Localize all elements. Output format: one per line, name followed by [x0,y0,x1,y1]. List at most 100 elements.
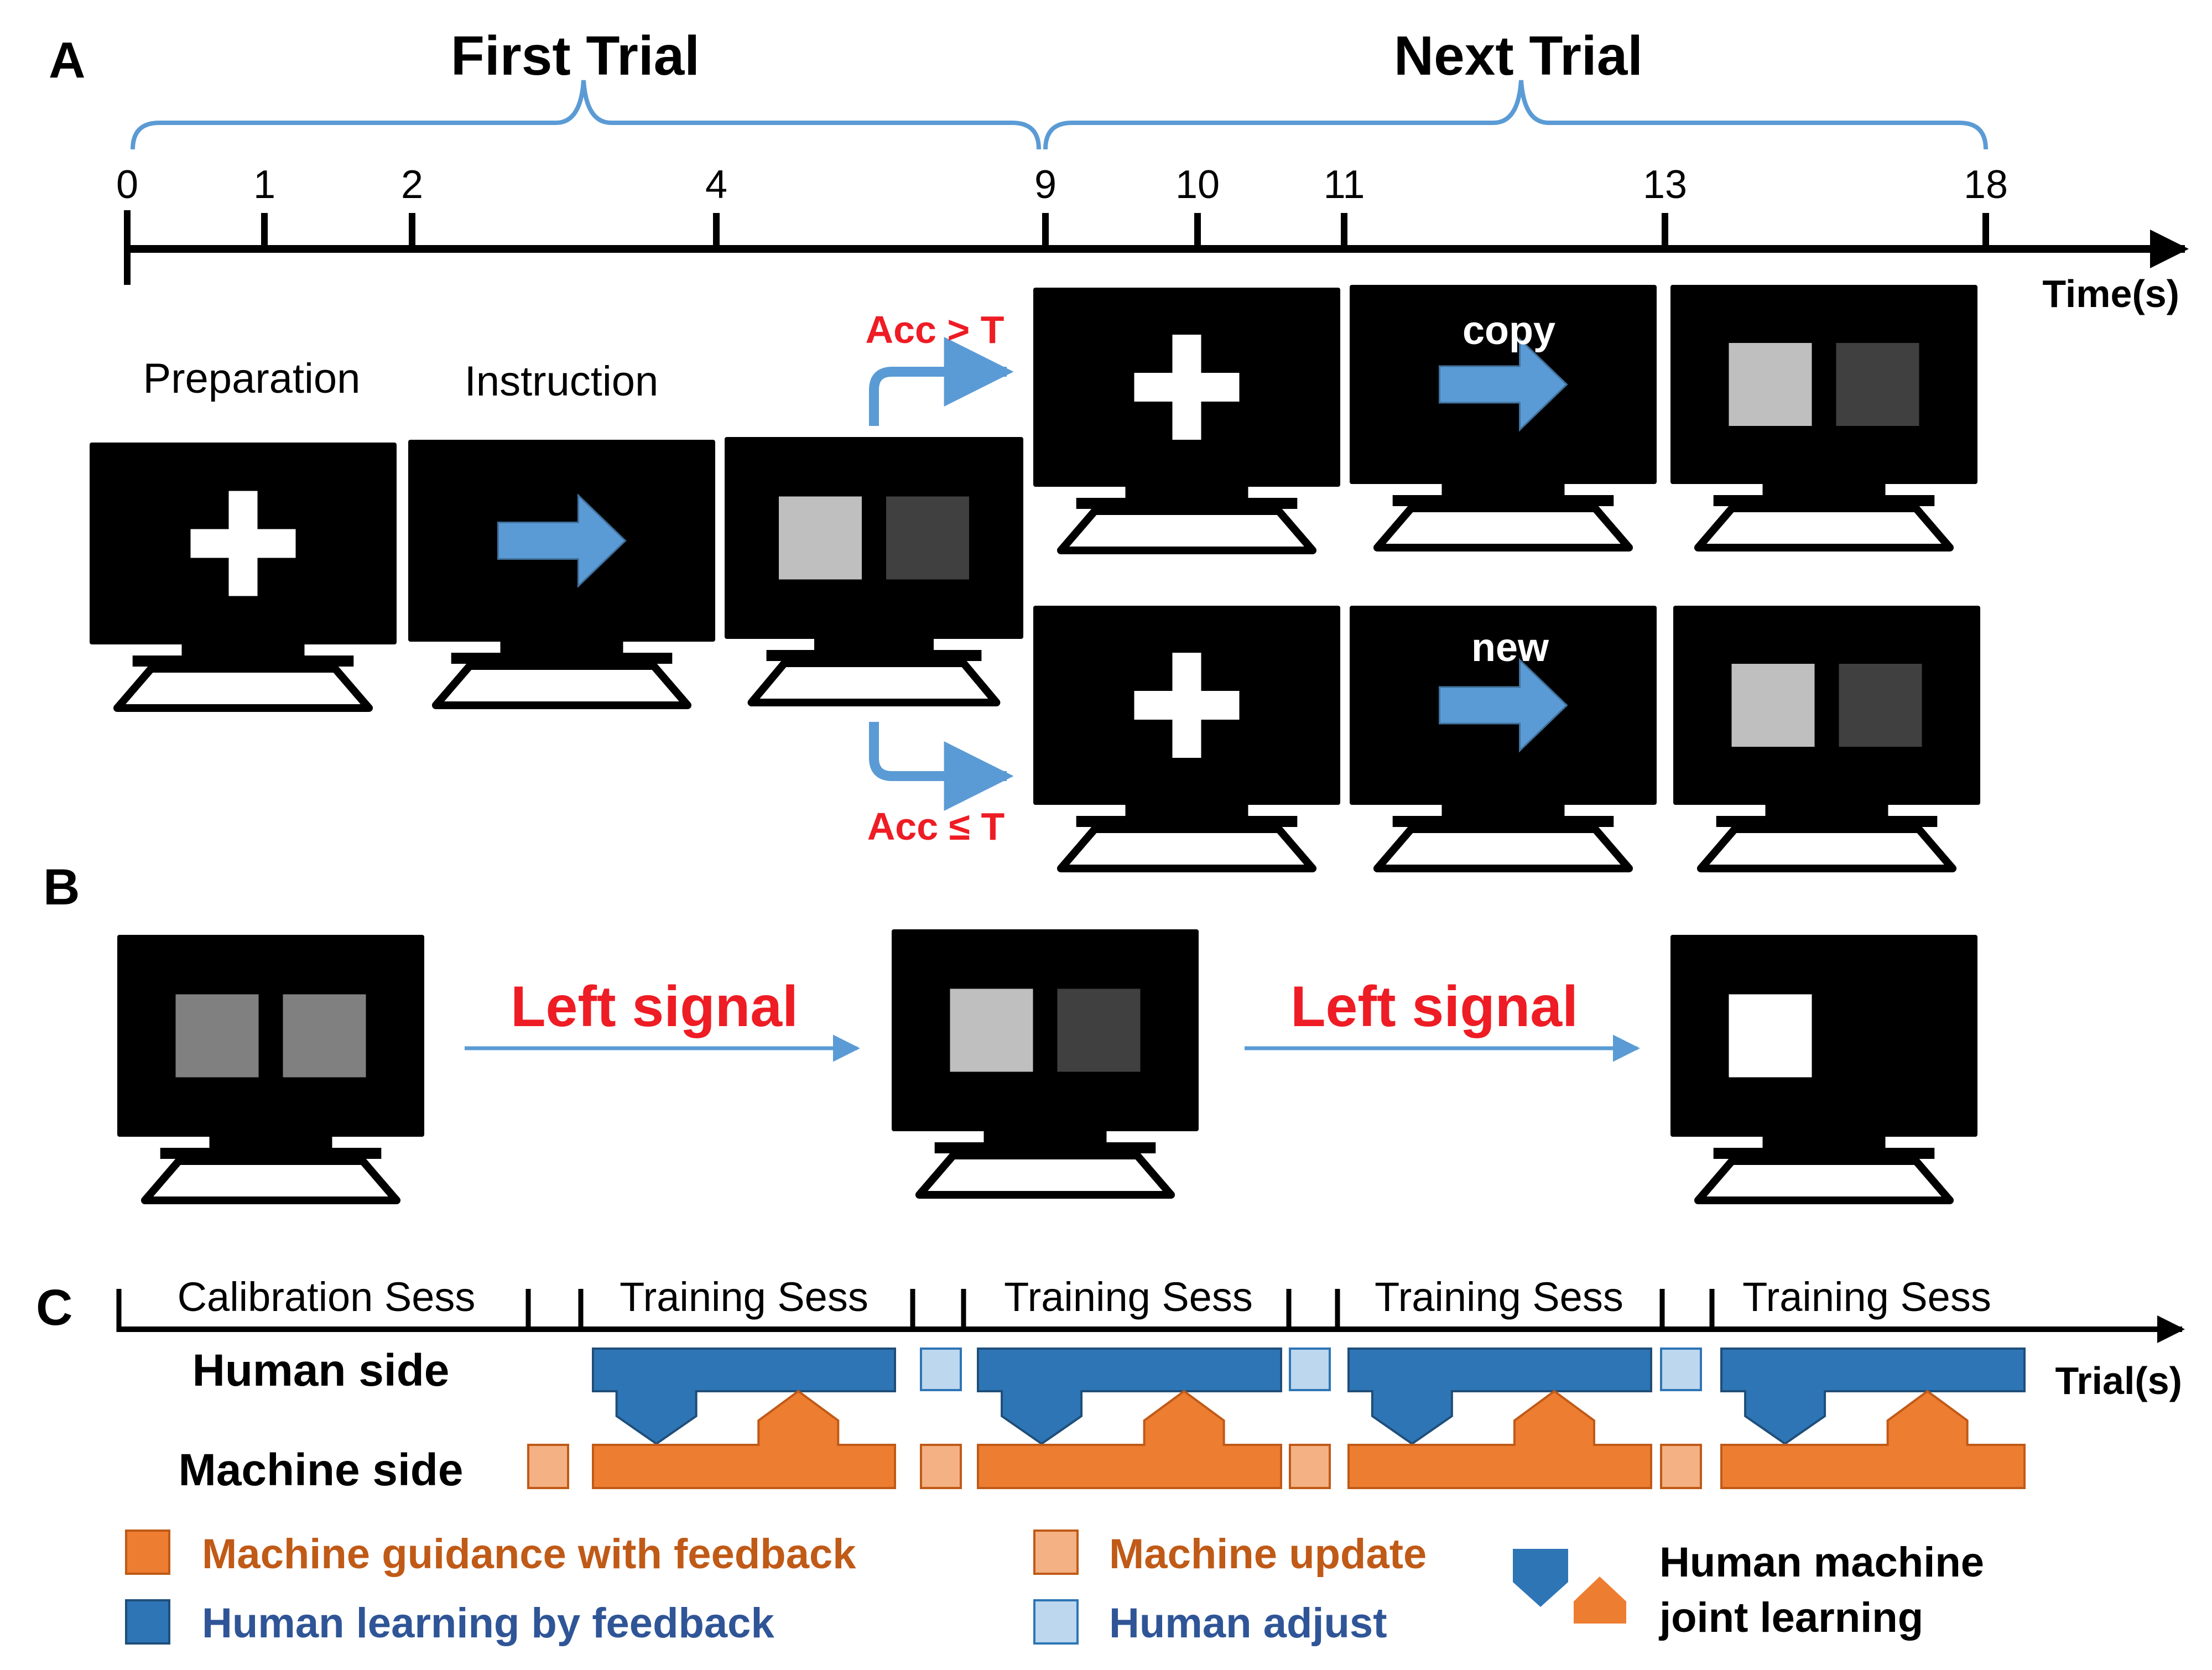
fixation-cross-icon [1134,335,1240,440]
panel-a-monitors [90,285,1980,872]
time-tick-label: 2 [401,163,423,207]
time-axis-unit: Time(s) [2042,272,2179,315]
training-session-label-1: Training Sess [620,1274,868,1320]
monitor-keyboard [1373,504,1633,552]
monitor-neck [1441,805,1565,816]
human-adjust-block [920,1348,962,1391]
legend-human-adjust: Human adjust [1109,1600,1387,1647]
monitor-screen [1670,935,1977,1137]
monitor-stand [766,650,982,661]
right-arrow-icon [1439,337,1568,432]
monitor-neck [209,1137,332,1148]
monitor-neck [1762,484,1886,495]
preparation-label: Preparation [143,355,361,402]
right-target-square [283,994,366,1078]
monitor [1350,606,1657,872]
monitor-neck [181,644,305,655]
monitor [1670,935,1977,1204]
monitor-screen [725,437,1023,639]
monitor [892,929,1199,1199]
acc-greater-label: Acc > T [866,308,1004,351]
monitor [1670,285,1977,552]
next-trial-brace [1043,80,1988,150]
monitor-keyboard [140,1157,401,1204]
machine-update-block [920,1444,962,1489]
copy-cue: copy [1462,309,1555,353]
left-target-square [175,994,259,1078]
monitor-keyboard [1696,825,1957,872]
calibration-session-label: Calibration Sess [178,1274,476,1320]
monitor [1350,285,1657,552]
right-target-square [1057,989,1141,1072]
human-side-label: Human side [192,1345,450,1396]
monitor-keyboard [1694,1157,1954,1204]
fixation-cross-icon [1134,653,1240,758]
time-tick-label: 0 [116,163,138,207]
legend-machine-update: Machine update [1109,1531,1427,1578]
monitor-keyboard [1694,504,1954,552]
monitor-keyboard [1056,507,1317,554]
machine-guidance-block [592,1390,896,1489]
legend-human-learning: Human learning by feedback [202,1600,774,1647]
monitor-keyboard [113,665,373,712]
monitor-stand [1713,1148,1935,1159]
monitor [1033,606,1340,872]
machine-guidance-block [1720,1390,2026,1489]
right-target-square [1836,343,1919,426]
monitor-stand [132,655,354,667]
left-target-square [1729,343,1812,426]
monitor-screen [892,929,1199,1131]
session-ticks [116,1289,1715,1332]
human-learning-block [977,1348,1282,1445]
monitor-neck [1765,805,1888,816]
monitor-stand [1076,498,1298,509]
time-tick-label: 9 [1034,163,1056,207]
monitor [1673,606,1980,872]
legend-machine-guidance: Machine guidance with feedback [202,1531,856,1578]
legend-joint-learning-line2: joint learning [1658,1594,1923,1641]
human-learning-block [1347,1348,1652,1445]
machine-update-block [1660,1444,1702,1489]
monitor-neck [1125,805,1248,816]
time-tick-label: 10 [1175,163,1220,207]
monitor-neck [500,642,623,653]
monitor-screen [1673,606,1980,805]
next-trial-title: Next Trial [1394,25,1643,87]
monitor-stand [451,653,673,664]
monitor-stand [1716,816,1938,827]
left-signal-label-2: Left signal [1290,975,1578,1039]
monitor-screen [1670,285,1977,484]
monitor-keyboard [1373,825,1633,872]
legend-joint-learning-line1: Human machine [1659,1539,1984,1586]
branch-arrow-low [869,722,1014,811]
legend-joint-human-shape [1513,1549,1568,1607]
machine-guidance-block [977,1390,1282,1489]
monitor-keyboard [431,662,692,709]
monitor-neck [1441,484,1565,495]
monitor [725,437,1023,706]
monitor-keyboard [747,659,1001,706]
left-target-square [779,496,862,580]
monitor [117,935,424,1204]
right-target-square [886,496,969,580]
monitor-neck [1762,1137,1886,1148]
selected-target-square [1729,994,1812,1078]
time-tick-label: 11 [1324,163,1365,207]
trial-axis-unit: Trial(s) [2055,1359,2182,1402]
first-trial-title: First Trial [451,25,700,87]
panel-b-label: B [43,859,80,915]
right-target-square [1839,664,1922,747]
human-adjust-block [1289,1348,1331,1391]
time-tick-label: 1 [253,163,275,207]
monitor-keyboard [915,1152,1175,1199]
left-signal-label-1: Left signal [511,975,798,1039]
human-learning-block [1720,1348,2026,1445]
monitor-stand [1392,495,1614,506]
right-arrow-icon [497,493,627,589]
legend-machine-guidance-swatch [125,1529,170,1575]
fixation-cross-icon [190,491,296,596]
branch-arrow-high [869,337,1014,426]
monitor-stand [934,1142,1156,1153]
machine-guidance-block [1347,1390,1652,1489]
